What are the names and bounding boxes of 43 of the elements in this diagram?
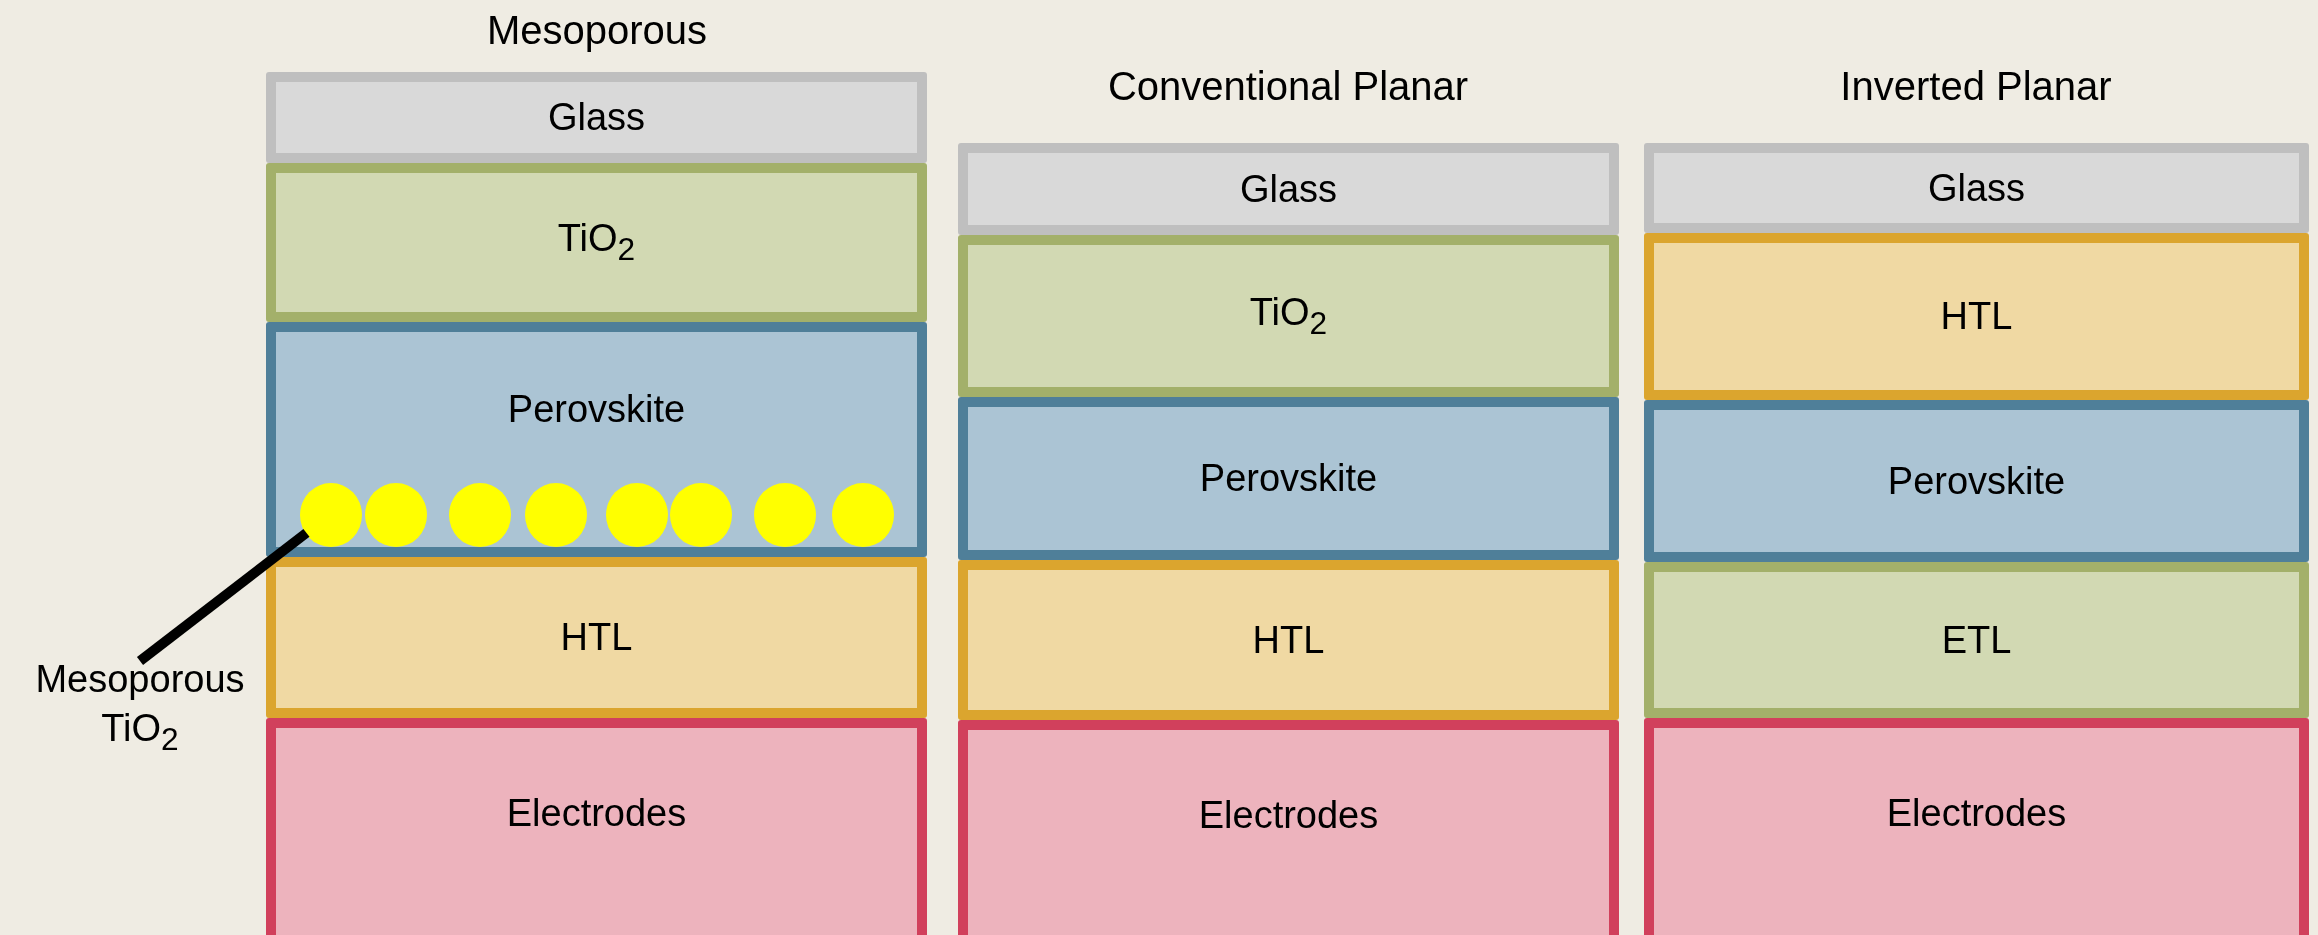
column-heading: Inverted Planar (1840, 64, 2112, 109)
layer-label: Electrodes (1198, 793, 1379, 837)
layer-band (1644, 233, 2309, 400)
layer-band (266, 322, 927, 557)
particle-circle (670, 483, 732, 547)
layer-band (958, 560, 1619, 720)
layer-band (1644, 400, 2309, 562)
layer-band (958, 235, 1619, 397)
layer-label: ETL (1941, 618, 2012, 662)
layer-label: TiO$_{2}$ (1249, 290, 1328, 342)
layer-band (266, 718, 927, 935)
layer-label: Glass (1927, 166, 2026, 210)
layer-band (958, 143, 1619, 235)
layer-band (958, 397, 1619, 560)
column-heading: Mesoporous (486, 8, 708, 53)
layer-label: Glass (1239, 167, 1338, 211)
layer-band (1644, 143, 2309, 233)
layer-label: HTL (560, 616, 633, 659)
layer-label: Perovskite (507, 388, 686, 431)
layer-band (1644, 718, 2309, 935)
particle-circle (365, 483, 427, 547)
layer-band (266, 163, 927, 322)
layer-label: HTL (1940, 295, 2013, 338)
particle-circle (300, 483, 362, 547)
leader-line (136, 528, 310, 665)
layer-label: Electrodes (1886, 791, 2067, 835)
layer-band (266, 72, 927, 163)
layer-band (266, 557, 927, 718)
column-heading: Conventional Planar (1107, 64, 1469, 109)
layer-label: Electrodes (506, 791, 687, 835)
particle-circle (832, 483, 894, 547)
layer-label: TiO$_{2}$ (557, 217, 636, 268)
particle-circle (754, 483, 816, 547)
layer-band (958, 720, 1619, 935)
layer-label: Glass (547, 96, 646, 139)
layer-label: Perovskite (1199, 457, 1378, 500)
layer-label: HTL (1252, 618, 1325, 662)
layer-band (1644, 562, 2309, 718)
callout-label: Mesoporous TiO$_{2}$ (15, 655, 265, 761)
particle-circle (525, 483, 587, 547)
layer-label: Perovskite (1887, 459, 2066, 503)
particle-circle (449, 483, 511, 547)
particle-circle (606, 483, 668, 547)
